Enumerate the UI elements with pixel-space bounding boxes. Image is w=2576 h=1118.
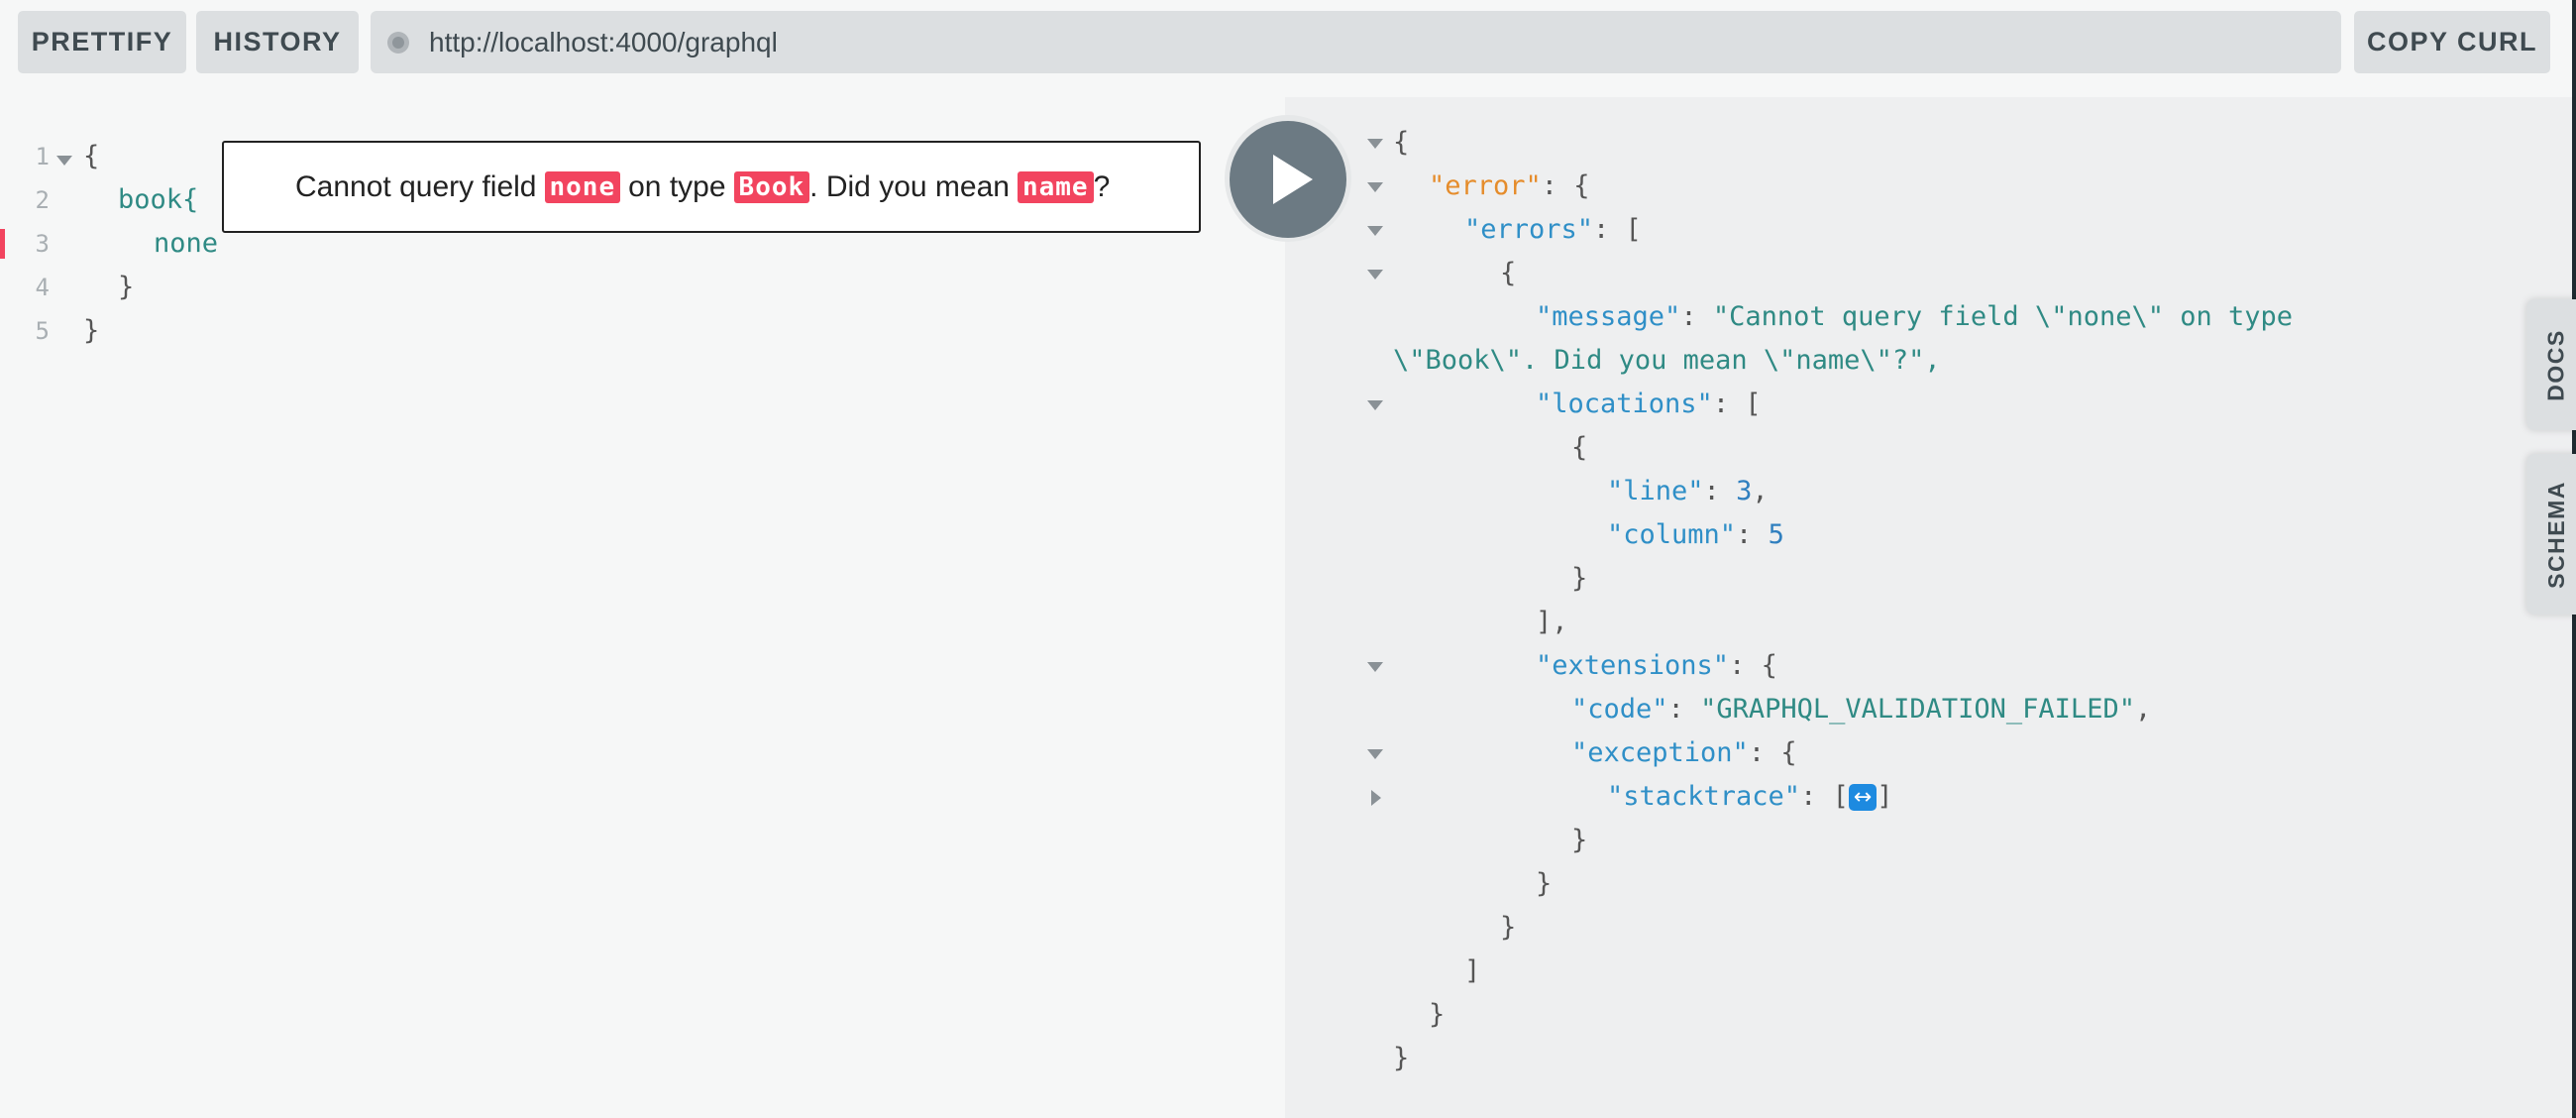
- json-line: {: [1500, 258, 1517, 288]
- fold-toggle-icon[interactable]: [1367, 226, 1383, 236]
- line-number: 2: [35, 186, 50, 214]
- json-line: }: [1429, 999, 1446, 1030]
- tooltip-text: on type: [628, 169, 726, 203]
- copy-curl-button[interactable]: COPY CURL: [2354, 11, 2550, 73]
- line-number: 5: [35, 317, 50, 345]
- docs-tab-label: DOCS: [2542, 328, 2569, 401]
- result-viewer: [1285, 97, 2576, 1118]
- schema-tab-label: SCHEMA: [2542, 480, 2569, 589]
- history-button[interactable]: HISTORY: [196, 11, 359, 73]
- json-number: 5: [1768, 519, 1784, 550]
- json-key: "locations": [1536, 389, 1713, 419]
- endpoint-input[interactable]: http://localhost:4000/graphql: [371, 11, 2341, 73]
- fold-toggle-icon[interactable]: [1367, 662, 1383, 672]
- json-line: }: [1393, 1043, 1410, 1073]
- fold-toggle-icon[interactable]: [1367, 749, 1383, 759]
- line-number: 3: [35, 230, 50, 258]
- json-line: }: [1500, 912, 1517, 943]
- code-line: book{: [118, 184, 199, 215]
- json-line: "extensions": {: [1536, 650, 1777, 681]
- line-number: 4: [35, 274, 50, 301]
- fold-toggle-icon[interactable]: [1367, 139, 1383, 149]
- json-string: "Cannot query field \"none\" on type: [1712, 301, 2294, 332]
- json-key: "line": [1607, 476, 1704, 506]
- json-line: "message": "Cannot query field \"none\" …: [1536, 301, 2294, 332]
- tooltip-text: . Did you mean: [809, 169, 1010, 203]
- schema-tab[interactable]: SCHEMA: [2526, 454, 2576, 615]
- json-line: \"Book\". Did you mean \"name\"?",: [1393, 345, 1941, 376]
- json-line: }: [1536, 868, 1553, 899]
- docs-tab[interactable]: DOCS: [2526, 299, 2576, 430]
- json-line: "line": 3,: [1607, 476, 1769, 506]
- json-line: "stacktrace": [↔]: [1607, 781, 1893, 812]
- fold-toggle-icon[interactable]: [1367, 400, 1383, 410]
- json-key: "extensions": [1536, 650, 1730, 681]
- toolbar: PRETTIFY HISTORY http://localhost:4000/g…: [0, 0, 2576, 97]
- endpoint-url: http://localhost:4000/graphql: [429, 26, 778, 57]
- json-line: }: [1571, 563, 1588, 594]
- error-type-tag: Book: [733, 170, 810, 203]
- suggestion-tag: name: [1017, 170, 1094, 203]
- query-editor[interactable]: [0, 97, 1285, 1118]
- execute-query-button[interactable]: [1230, 121, 1346, 238]
- json-string: \"Book\". Did you mean \"name\"?",: [1393, 345, 1941, 376]
- json-key: "message": [1536, 301, 1681, 332]
- fold-toggle-icon[interactable]: [1367, 270, 1383, 280]
- expand-array-icon[interactable]: ↔: [1848, 784, 1878, 811]
- json-key: "errors": [1464, 214, 1594, 245]
- json-line: ]: [1464, 955, 1481, 986]
- json-line: "locations": [: [1536, 389, 1762, 419]
- code-line: none: [154, 228, 219, 259]
- code-line: }: [83, 315, 100, 346]
- json-line: "code": "GRAPHQL_VALIDATION_FAILED",: [1571, 694, 2152, 725]
- json-line: "column": 5: [1607, 519, 1784, 550]
- json-line: }: [1571, 825, 1588, 855]
- json-line: "exception": {: [1571, 737, 1797, 768]
- tooltip-text: ?: [1093, 169, 1111, 203]
- code-line: {: [83, 141, 100, 171]
- json-number: 3: [1736, 476, 1753, 506]
- line-number: 1: [35, 143, 50, 170]
- connection-status-icon: [387, 31, 409, 54]
- json-line: "error": {: [1429, 170, 1590, 201]
- json-line: {: [1393, 127, 1410, 158]
- json-key: "stacktrace": [1607, 781, 1801, 812]
- json-key: "exception": [1571, 737, 1749, 768]
- tooltip-text: Cannot query field: [295, 169, 537, 203]
- json-key: "column": [1607, 519, 1737, 550]
- fold-toggle-icon[interactable]: [56, 156, 72, 166]
- error-tooltip: Cannot query field none on type Book . D…: [222, 141, 1201, 233]
- prettify-button[interactable]: PRETTIFY: [18, 11, 186, 73]
- error-field-tag: none: [544, 170, 621, 203]
- error-line-marker: [0, 229, 5, 259]
- json-string: "GRAPHQL_VALIDATION_FAILED": [1700, 694, 2135, 725]
- json-line: ],: [1536, 607, 1568, 637]
- code-line: }: [118, 272, 135, 302]
- json-line: "errors": [: [1464, 214, 1642, 245]
- expand-toggle-icon[interactable]: [1371, 790, 1381, 806]
- json-key: "code": [1571, 694, 1668, 725]
- fold-toggle-icon[interactable]: [1367, 182, 1383, 192]
- json-key: "error": [1429, 170, 1542, 201]
- json-line: {: [1571, 432, 1588, 463]
